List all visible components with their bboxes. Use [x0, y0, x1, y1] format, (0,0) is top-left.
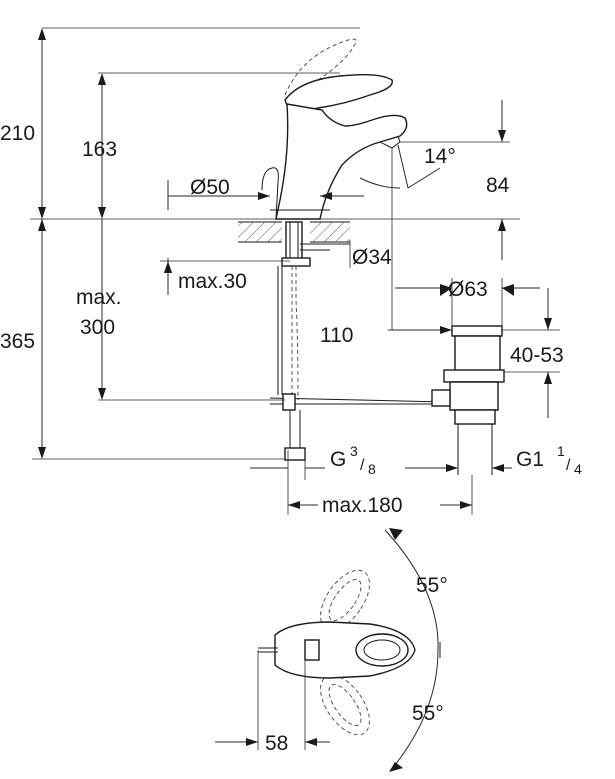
label-365: 365	[0, 330, 35, 353]
label-55-top: 55°	[416, 574, 448, 597]
dim-g38	[250, 450, 325, 515]
label-58: 58	[265, 732, 288, 755]
label-max180: max.180	[322, 494, 403, 517]
dim-max300	[98, 219, 285, 401]
label-g114-den: 4	[574, 461, 582, 477]
dim-o50	[167, 180, 364, 210]
label-14deg: 14°	[424, 145, 456, 168]
label-110: 110	[320, 324, 353, 347]
label-o50: Ø50	[190, 176, 230, 199]
label-max30: max.30	[178, 270, 247, 293]
dim-o34	[320, 240, 351, 268]
label-g38-den: 8	[368, 461, 376, 477]
dim-110	[388, 326, 452, 334]
faucet-body	[261, 38, 408, 220]
label-300: 300	[80, 316, 115, 339]
label-g38-num: 3	[350, 443, 358, 459]
label-g38-prefix: G	[330, 448, 346, 471]
dim-max30	[160, 258, 290, 295]
label-o34: Ø34	[352, 246, 392, 269]
dim-40-53	[502, 288, 560, 418]
dim-84	[400, 100, 510, 260]
label-163: 163	[82, 138, 117, 161]
dim-o63	[395, 278, 540, 330]
deck-section	[238, 221, 350, 243]
label-40-53: 40-53	[510, 344, 564, 367]
label-g38-slash: /	[360, 457, 365, 474]
label-g114-prefix: G1	[516, 448, 544, 471]
shank-and-hoses	[269, 221, 446, 461]
waste-assembly	[431, 325, 505, 475]
label-g114-num: 1	[557, 443, 565, 459]
dim-163	[98, 72, 340, 219]
label-max: max.	[76, 286, 122, 309]
label-210: 210	[0, 122, 35, 145]
plan-view	[215, 528, 441, 772]
label-84: 84	[486, 174, 510, 197]
dim-max180	[288, 475, 473, 515]
label-g114-slash: /	[566, 457, 571, 474]
dim-14deg	[359, 144, 441, 330]
dim-210	[38, 27, 360, 219]
dim-365	[32, 219, 285, 460]
label-o63: Ø63	[448, 278, 488, 301]
label-55-bottom: 55°	[412, 702, 444, 725]
dim-g114	[405, 464, 512, 472]
